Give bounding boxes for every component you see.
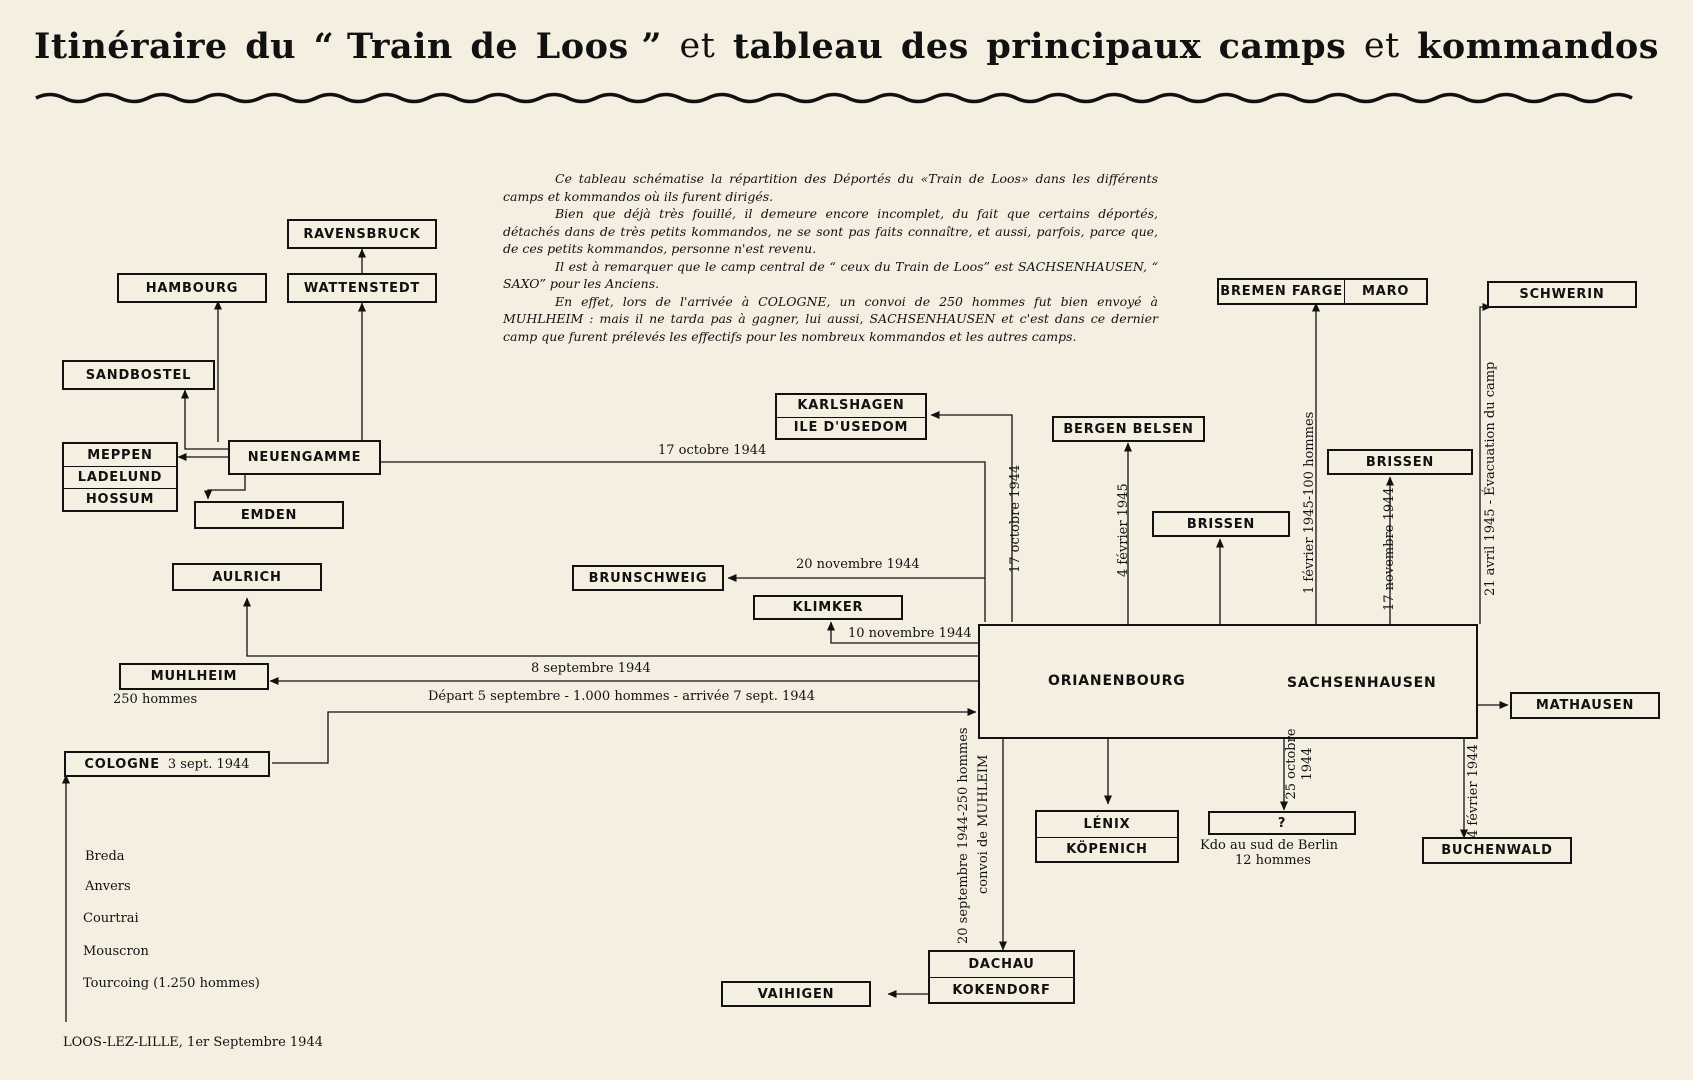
camp-ravensbruck: RAVENSBRUCK [287, 219, 437, 249]
title-word: principaux [986, 26, 1202, 67]
connector-cologne-saxo [272, 708, 977, 764]
unknown-desc-2: 12 hommes [1235, 853, 1311, 868]
central-sachsenhausen: SACHSENHAUSEN [1287, 675, 1437, 691]
label-brunschweig-date: 20 novembre 1944 [796, 557, 920, 572]
camp-maro: MARO [1344, 280, 1426, 303]
cologne-date: 3 sept. 1944 [167, 756, 250, 772]
camp-group-meppen: MEPPEN LADELUND HOSSUM [62, 442, 178, 512]
camp-unknown: ? [1208, 811, 1356, 835]
label-unknown-date: 25 octobre 1944 [1284, 728, 1315, 800]
title-word: du [245, 26, 297, 67]
route-city: Courtrai [83, 911, 139, 926]
camp-neuengamme: NEUENGAMME [228, 440, 381, 475]
title-word: “ Train [313, 26, 453, 67]
intro-paragraph: En effet, lors de l'arrivée à COLOGNE, u… [503, 293, 1158, 344]
intro-paragraph: Ce tableau schématise la répartition des… [503, 171, 1158, 204]
label-buchenwald-date: 4 février 1944 [1466, 744, 1481, 838]
connector-neuengamme-emden [204, 475, 246, 500]
camp-wattenstedt: WATTENSTEDT [287, 273, 437, 303]
route-city: Breda [85, 849, 125, 864]
camp-dachau: DACHAU [968, 957, 1035, 972]
camp-klimker: KLIMKER [753, 595, 903, 620]
title-word: tableau [732, 26, 884, 67]
muhlheim-count: 250 hommes [113, 692, 198, 707]
unknown-desc-1: Kdo au sud de Berlin [1200, 838, 1339, 853]
connector-saxo-karlshagen [930, 411, 1013, 622]
central-camp-box: ORIANENBOURG SACHSENHAUSEN [978, 624, 1478, 739]
cologne-label: COLOGNE [84, 756, 160, 772]
camp-brissen-2: BRISSEN [1327, 449, 1473, 475]
central-orianenbourg: ORIANENBOURG [1048, 673, 1186, 689]
label-dachau-date: 20 septembre 1944-250 hommes [956, 727, 971, 944]
title-word: Itinéraire [34, 26, 228, 67]
camp-ile-usedom: ILE D'USEDOM [777, 416, 925, 439]
title-wave-divider [35, 92, 1633, 104]
camp-group-lenix: LÉNIX KÖPENICH [1035, 810, 1179, 863]
camp-karlshagen: KARLSHAGEN [797, 398, 905, 414]
intro-text: Ce tableau schématise la répartition des… [503, 170, 1158, 345]
route-city: Tourcoing (1.250 hommes) [83, 976, 260, 991]
camp-aulrich: AULRICH [172, 563, 322, 591]
label-schwerin-date: 21 avril 1945 - Évacuation du camp [1483, 361, 1498, 596]
camp-ladelund: LADELUND [64, 466, 176, 488]
title-word: kommandos [1417, 26, 1659, 67]
title-word: camps [1218, 26, 1347, 67]
intro-paragraph: Bien que déjà très fouillé, il demeure e… [503, 206, 1158, 256]
camp-bergen-belsen: BERGEN BELSEN [1052, 416, 1205, 442]
label-karlshagen-date: 17 octobre 1944 [1008, 464, 1023, 573]
label-dachau-convoy: convoi de MUHLEIM [976, 754, 991, 894]
camp-schwerin: SCHWERIN [1487, 281, 1637, 308]
title-word: des [900, 26, 969, 67]
label-klimker-date: 10 novembre 1944 [848, 626, 972, 641]
connector-neuengamme-sandbostel [181, 389, 228, 450]
page-title: Itinéraire du “ Train de Loos ” et table… [34, 26, 1659, 67]
camp-emden: EMDEN [194, 501, 344, 529]
camp-kokendorf: KOKENDORF [930, 977, 1073, 1002]
camp-group-dachau: DACHAU KOKENDORF [928, 950, 1075, 1004]
camp-brissen-1: BRISSEN [1152, 511, 1290, 537]
title-word: Loos ” [535, 26, 662, 67]
title-word: et [679, 26, 716, 66]
camp-brunschweig: BRUNSCHWEIG [572, 565, 724, 591]
camp-group-karlshagen: KARLSHAGEN ILE D'USEDOM [775, 393, 927, 440]
label-bergen-date: 4 février 1945 [1116, 483, 1131, 577]
connector-saxo-klimker [827, 621, 978, 644]
camp-cologne: COLOGNE 3 sept. 1944 [64, 751, 270, 777]
camp-muhlheim: MUHLHEIM [119, 663, 269, 690]
camp-sandbostel: SANDBOSTEL [62, 360, 215, 390]
camp-group-bremen: BREMEN FARGE MARO [1217, 278, 1428, 305]
camp-meppen: MEPPEN [87, 447, 153, 463]
camp-mathausen: MATHAUSEN [1510, 692, 1660, 719]
title-word: et [1363, 26, 1400, 66]
intro-paragraph: Il est à remarquer que le camp central d… [503, 258, 1158, 292]
connector-saxo-neuengamme [381, 461, 986, 622]
label-muhlheim-date: 8 septembre 1944 [531, 661, 651, 676]
camp-bremen-farge: BREMEN FARGE [1220, 284, 1343, 299]
camp-lenix: LÉNIX [1083, 816, 1131, 832]
label-bremen-date: 1 février 1945-100 hommes [1302, 411, 1317, 594]
label-departure: Départ 5 septembre - 1.000 hommes - arri… [428, 689, 816, 704]
camp-hambourg: HAMBOURG [117, 273, 267, 303]
connector-saxo-aulrich [243, 597, 978, 657]
label-brissen2-date: 17 novembre 1944 [1382, 487, 1397, 611]
label-neuengamme-date: 17 octobre 1944 [658, 443, 767, 458]
camp-vaihigen: VAIHIGEN [721, 981, 871, 1007]
route-city: Mouscron [83, 944, 149, 959]
origin-label: LOOS-LEZ-LILLE, 1er Septembre 1944 [63, 1035, 323, 1050]
title-word: de [470, 26, 519, 67]
camp-kopenich: KÖPENICH [1037, 836, 1177, 862]
camp-buchenwald: BUCHENWALD [1422, 837, 1572, 864]
camp-hossum: HOSSUM [64, 488, 176, 510]
route-city: Anvers [85, 879, 131, 894]
